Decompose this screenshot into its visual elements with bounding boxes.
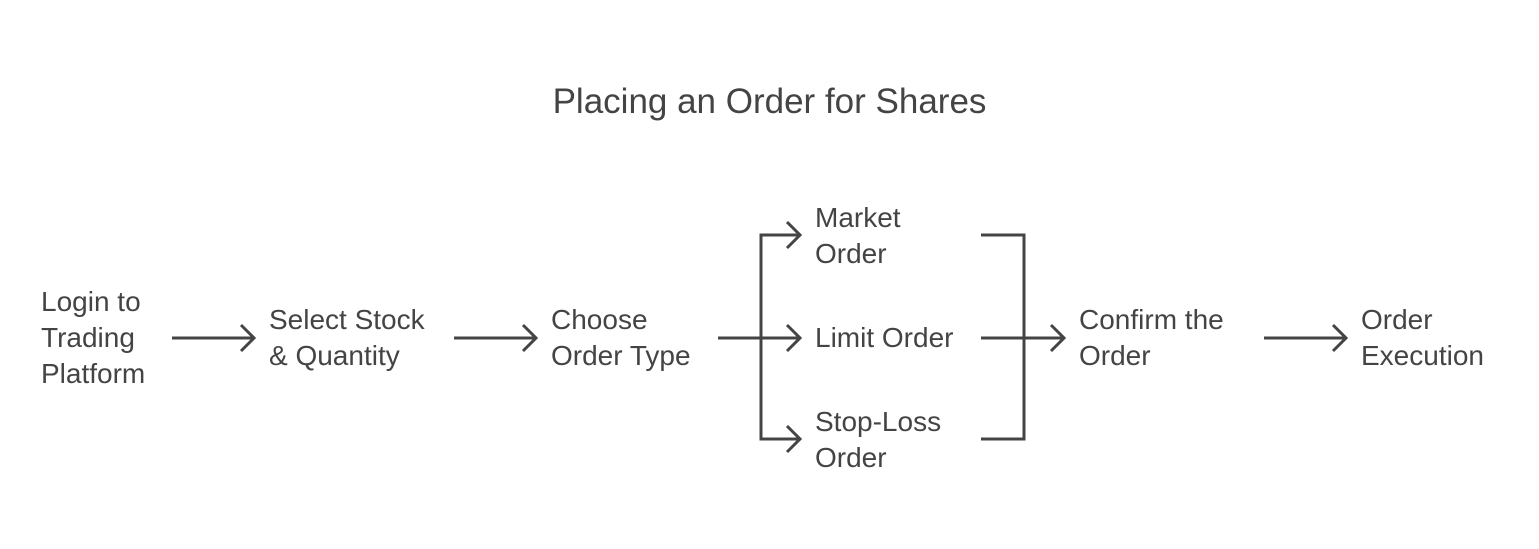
step-choose-order-type: Choose Order Type (551, 304, 691, 371)
step-confirm-order: Confirm the Order (1079, 304, 1224, 371)
arrow-branches-to-confirm (981, 233, 1067, 441)
arrow-confirm-to-execution (1264, 323, 1349, 353)
arrow-choose-to-branches (718, 220, 803, 454)
arrow-login-to-select (172, 323, 257, 353)
step-select-stock: Select Stock & Quantity (269, 304, 425, 371)
diagram-title: Placing an Order for Shares (552, 82, 987, 121)
option-limit-order: Limit Order (815, 322, 954, 353)
arrow-select-to-choose (454, 323, 539, 353)
step-login: Login to Trading Platform (41, 286, 146, 389)
option-stop-loss-order: Stop-Loss Order (815, 406, 942, 473)
step-order-execution: Order Execution (1361, 304, 1484, 371)
option-market-order: Market Order (815, 202, 901, 269)
